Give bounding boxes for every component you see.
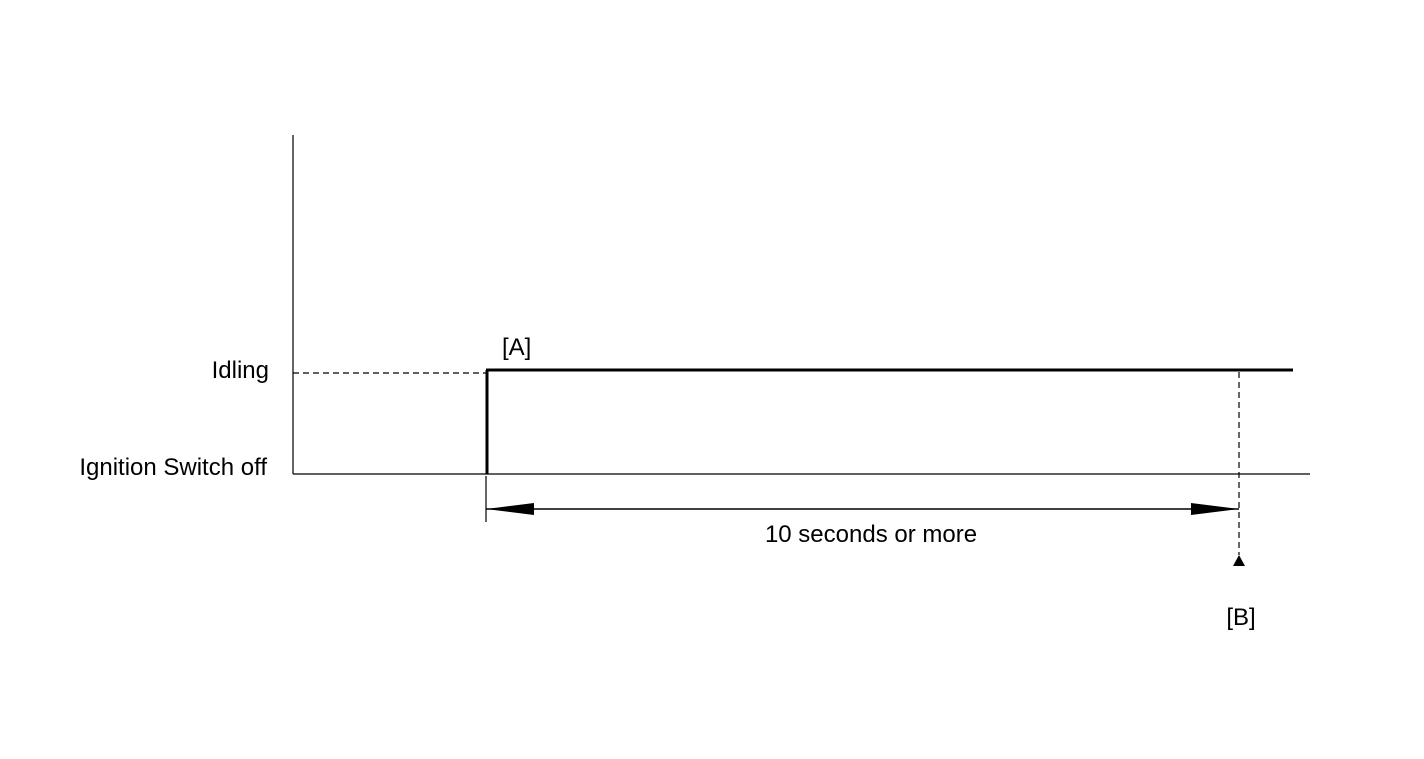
marker-a-label: [A] <box>502 334 531 361</box>
marker-b-label: [B] <box>1226 604 1255 631</box>
marker-b-pointer-icon <box>1233 555 1245 566</box>
level-label-idling: Idling <box>212 357 269 384</box>
level-label-ignition-off: Ignition Switch off <box>79 454 267 481</box>
duration-label: 10 seconds or more <box>765 521 977 548</box>
